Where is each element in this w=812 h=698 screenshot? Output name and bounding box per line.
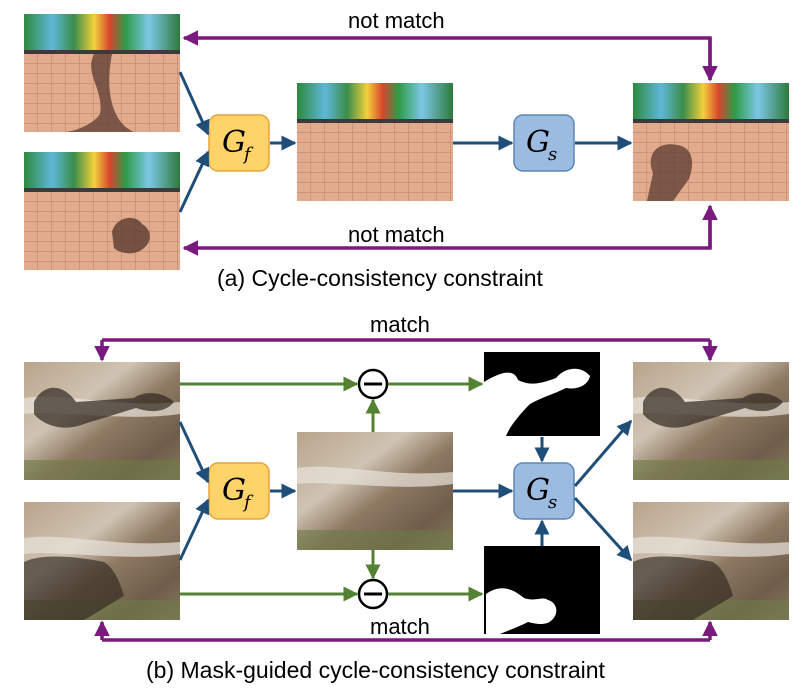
top-link-label-b: match [370, 312, 430, 337]
input-shadow-image-b [24, 152, 180, 270]
svg-text:s: s [548, 144, 557, 165]
subtract-node-top [357, 368, 389, 400]
svg-text:G: G [222, 473, 246, 508]
shadow-free-image-a [297, 83, 453, 201]
reconstructed-shadow-image-c [633, 362, 789, 480]
panel-a: G f G s not match not match (a) Cycle-co… [24, 8, 789, 291]
generator-s-box-b: G s [513, 462, 575, 520]
bottom-link-label-b: match [370, 614, 430, 639]
shadow-mask-top [484, 352, 600, 436]
input-shadow-image-a [24, 14, 180, 132]
match-links-b [94, 338, 718, 642]
caption-a: (a) Cycle-consistency constraint [217, 265, 544, 291]
subtract-node-bottom [357, 578, 389, 610]
svg-text:G: G [526, 473, 550, 508]
input-shadow-image-d [24, 502, 180, 620]
generator-f-box-a: G f [208, 114, 270, 172]
shadow-free-image-b [297, 432, 453, 550]
reconstructed-shadow-image-a [633, 83, 789, 201]
bottom-link-label-a: not match [348, 222, 445, 247]
generator-s-box-a: G s [513, 114, 575, 172]
top-link-label-a: not match [348, 8, 445, 33]
flow-arrows-a [178, 71, 633, 213]
reconstructed-shadow-image-d [633, 502, 789, 620]
mask-arrows-b [180, 376, 484, 602]
panel-b: G f G s [24, 312, 789, 683]
shadow-mask-bottom [484, 546, 600, 634]
svg-text:G: G [526, 125, 550, 160]
generator-f-box-b: G f [208, 462, 270, 520]
svg-text:G: G [222, 125, 246, 160]
input-shadow-image-c [24, 362, 180, 480]
flow-arrows-b [178, 419, 633, 562]
caption-b: (b) Mask-guided cycle-consistency constr… [146, 657, 606, 683]
svg-text:s: s [548, 492, 557, 513]
mismatch-links-a [182, 30, 718, 256]
